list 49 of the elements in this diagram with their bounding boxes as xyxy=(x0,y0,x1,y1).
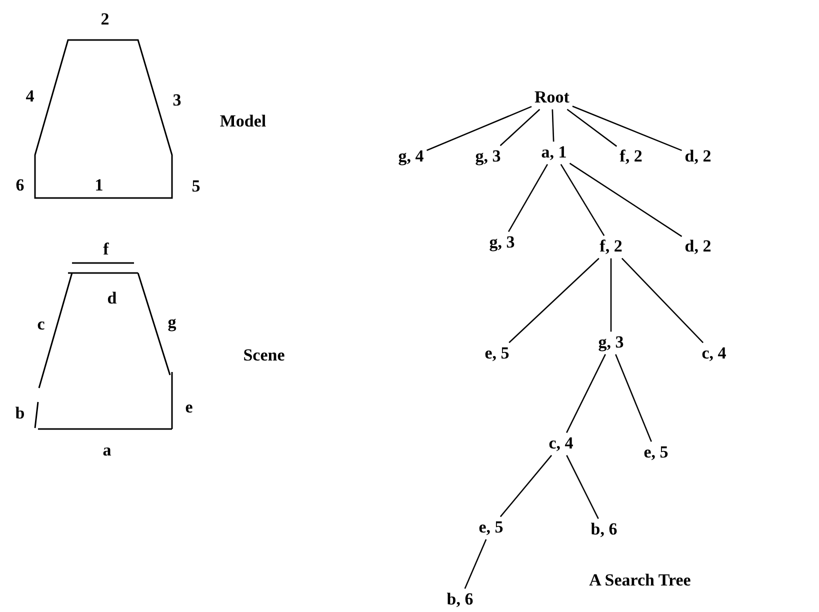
tree-node-label: d, 2 xyxy=(684,148,712,166)
side-label: d xyxy=(107,290,117,308)
side-label: 1 xyxy=(94,176,104,196)
tree-node-label: g, 3 xyxy=(475,148,501,166)
tree-branch-line xyxy=(566,108,618,147)
tree-branch-line xyxy=(572,106,682,152)
tree-branch-line xyxy=(560,164,605,236)
tree-node-label: Root xyxy=(534,88,570,108)
tree-node-label: a, 1 xyxy=(541,144,567,162)
tree-branch-line xyxy=(500,108,540,146)
side-label: e xyxy=(185,398,193,418)
side-label: f xyxy=(103,240,109,260)
tree-branch-line xyxy=(508,164,548,232)
figure-caption: Model xyxy=(220,112,266,132)
tree-branch-line xyxy=(552,109,554,142)
tree-branch-line xyxy=(500,454,552,518)
tree-node-label: b, 6 xyxy=(590,520,618,540)
tree-node-label: d, 2 xyxy=(684,238,712,256)
tree-branch-line xyxy=(508,258,600,344)
tree-branch-line xyxy=(426,106,532,151)
tree-node-label: g, 4 xyxy=(398,148,424,166)
tree-node-label: e, 5 xyxy=(478,518,504,538)
side-label: a xyxy=(102,442,112,460)
tree-branch-line xyxy=(615,354,652,442)
tree-branch-line xyxy=(569,162,682,237)
tree-caption: A Search Tree xyxy=(589,572,691,590)
side-label: 2 xyxy=(100,10,110,30)
tree-node-label: c, 4 xyxy=(702,344,726,364)
tree-node-label: e, 5 xyxy=(484,344,510,364)
side-label: g xyxy=(168,314,176,332)
tree-node-label: c, 4 xyxy=(548,434,574,454)
tree-branch-line xyxy=(621,258,704,344)
side-label: 5 xyxy=(192,178,200,196)
side-label: b xyxy=(15,404,25,424)
tree-node-label: f, 2 xyxy=(620,148,642,166)
side-label: 3 xyxy=(172,92,182,110)
side-label: 4 xyxy=(26,88,34,106)
tree-node-label: g, 3 xyxy=(598,334,624,352)
tree-branch-line xyxy=(610,258,612,332)
tree-branch-line xyxy=(566,354,606,433)
side-label: 6 xyxy=(16,176,24,196)
tree-node-label: e, 5 xyxy=(644,444,668,462)
tree-node-label: f, 2 xyxy=(600,238,622,256)
figure-caption: Scene xyxy=(243,346,285,366)
tree-node-label: g, 3 xyxy=(489,234,515,252)
side-label: c xyxy=(37,316,45,334)
tree-branch-line xyxy=(464,539,487,589)
tree-branch-line xyxy=(566,455,599,519)
tree-node-label: b, 6 xyxy=(446,590,474,610)
